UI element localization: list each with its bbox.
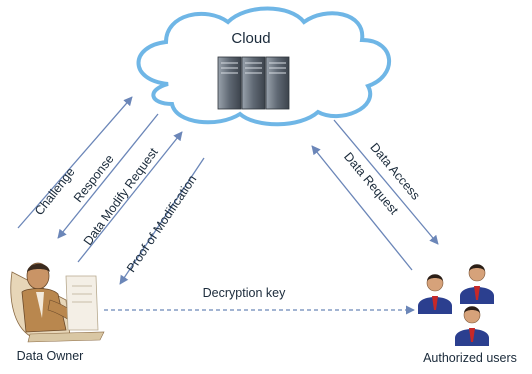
authorized-users-label: Authorized users	[423, 351, 517, 365]
data-access-arrow	[333, 119, 439, 245]
data-owner-label: Data Owner	[17, 349, 84, 363]
proof-of-modification-arrow	[119, 157, 205, 285]
user-person-icon	[455, 306, 489, 346]
response-arrow	[57, 113, 159, 239]
data-owner-person-icon	[10, 262, 105, 343]
cloud-node: Cloud	[136, 6, 392, 127]
cloud-label: Cloud	[231, 30, 270, 47]
user-person-icon	[460, 264, 494, 304]
server-rack-icon	[217, 56, 290, 110]
user-person-icon	[418, 274, 452, 314]
challenge-label: Challenge	[32, 165, 78, 218]
data-request-arrow	[311, 145, 413, 271]
authorized-users-group-icon	[418, 264, 494, 346]
data-modify-request-arrow	[77, 131, 183, 263]
challenge-arrow	[17, 96, 133, 229]
decryption-key-label: Decryption key	[203, 286, 286, 300]
